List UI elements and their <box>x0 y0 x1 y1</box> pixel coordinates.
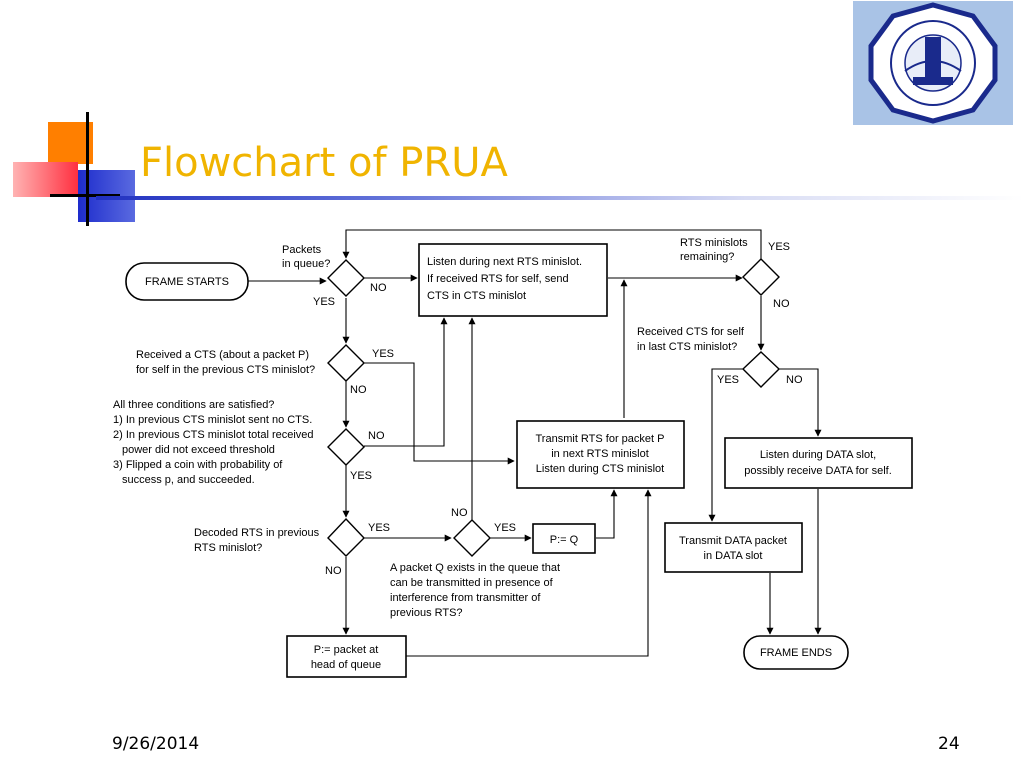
edge-pq-to-transmit <box>596 489 618 539</box>
label-no-decoded: NO <box>325 565 342 577</box>
conditions-line-1: All three conditions are satisfied? <box>113 399 274 411</box>
decoded-rts-line-2: RTS minislot? <box>194 542 262 554</box>
label-no-cts-packet: NO <box>350 384 367 396</box>
frame-ends-label: FRAME ENDS <box>760 647 832 659</box>
listen-rts-line-2: If received RTS for self, send <box>427 273 569 285</box>
listen-rts-line-3: CTS in CTS minislot <box>427 290 526 302</box>
footer-date: 9/26/2014 <box>112 734 200 754</box>
label-yes-packet-q: YES <box>494 522 516 534</box>
received-cts-packet-line-2: for self in the previous CTS minislot? <box>136 364 315 376</box>
listen-data-line-2: possibly receive DATA for self. <box>744 465 892 477</box>
edge-conditions-no <box>364 317 448 447</box>
title-underline <box>96 196 1024 200</box>
node-frame-starts: FRAME STARTS <box>125 262 249 301</box>
received-cts-self-line-1: Received CTS for self <box>637 326 745 338</box>
logo <box>853 1 1013 125</box>
label-yes-conditions: YES <box>350 470 372 482</box>
rts-remaining-line-2: remaining? <box>680 251 734 263</box>
packet-q-line-3: interference from transmitter of <box>390 592 541 604</box>
label-yes-decoded: YES <box>368 522 390 534</box>
label-no-packet-q: NO <box>451 507 468 519</box>
node-listen-data: Listen during DATA slot, possibly receiv… <box>724 437 913 489</box>
label-yes-packets: YES <box>313 296 335 308</box>
node-assign-pq: P:= Q <box>532 523 596 554</box>
packet-q-line-4: previous RTS? <box>390 607 463 619</box>
received-cts-self-line-2: in last CTS minislot? <box>637 341 737 353</box>
edge-cts-self-no <box>779 368 822 437</box>
footer-page-number: 24 <box>938 734 960 754</box>
edge-phead-to-transmit <box>406 489 652 657</box>
received-cts-packet-line-1: Received a CTS (about a packet P) <box>136 349 309 361</box>
decision-packet-q-exists <box>453 519 491 557</box>
label-no-conditions: NO <box>368 430 385 442</box>
conditions-line-3: 2) In previous CTS minislot total receiv… <box>113 429 314 441</box>
transmit-rts-line-2: in next RTS minislot <box>551 448 649 460</box>
decision-decoded-rts <box>327 517 365 557</box>
university-seal-icon <box>868 2 998 124</box>
label-no-packets: NO <box>370 282 387 294</box>
edge-cts-packet-yes <box>364 362 515 465</box>
transmit-rts-line-3: Listen during CTS minislot <box>536 463 664 475</box>
label-yes-remaining: YES <box>768 241 790 253</box>
slide-title: Flowchart of PRUA <box>140 140 508 186</box>
decision-packets-in-queue <box>327 259 365 297</box>
node-frame-ends: FRAME ENDS <box>743 635 849 670</box>
decision-received-cts-packet <box>327 344 365 382</box>
label-no-remaining: NO <box>773 298 790 310</box>
decor-vertical-line <box>86 112 89 226</box>
assign-p-head-line-2: head of queue <box>311 659 381 671</box>
decision-three-conditions <box>327 428 365 466</box>
decision-rts-remaining <box>742 258 780 296</box>
label-no-cts-self: NO <box>786 374 803 386</box>
node-transmit-data: Transmit DATA packet in DATA slot <box>664 522 803 573</box>
node-listen-rts: Listen during next RTS minislot. If rece… <box>418 243 608 317</box>
assign-pq-label: P:= Q <box>550 534 579 546</box>
listen-data-line-1: Listen during DATA slot, <box>760 449 876 461</box>
rts-remaining-line-1: RTS minislots <box>680 237 748 249</box>
decor-horizontal-line <box>50 194 120 197</box>
conditions-line-5: 3) Flipped a coin with probability of <box>113 459 283 471</box>
listen-rts-line-1: Listen during next RTS minislot. <box>427 256 582 268</box>
decor-orange-square <box>48 122 93 164</box>
decor-red-square <box>13 162 78 197</box>
frame-starts-label: FRAME STARTS <box>145 276 229 288</box>
node-transmit-rts: Transmit RTS for packet P in next RTS mi… <box>516 420 685 489</box>
transmit-data-line-2: in DATA slot <box>704 550 763 562</box>
connectors <box>248 229 822 657</box>
transmit-data-line-1: Transmit DATA packet <box>679 535 787 547</box>
packet-q-line-1: A packet Q exists in the queue that <box>390 562 560 574</box>
assign-p-head-line-1: P:= packet at <box>314 644 379 656</box>
node-assign-p-head: P:= packet at head of queue <box>286 635 407 678</box>
edge-cts-self-yes <box>708 368 743 522</box>
packets-in-queue-line-1: Packets <box>282 244 322 256</box>
label-yes-cts-packet: YES <box>372 348 394 360</box>
packets-in-queue-line-2: in queue? <box>282 258 330 270</box>
decoded-rts-line-1: Decoded RTS in previous <box>194 527 320 539</box>
conditions-line-2: 1) In previous CTS minislot sent no CTS. <box>113 414 312 426</box>
packet-q-line-2: can be transmitted in presence of <box>390 577 554 589</box>
conditions-line-6: success p, and succeeded. <box>122 474 255 486</box>
transmit-rts-line-1: Transmit RTS for packet P <box>536 433 665 445</box>
conditions-line-4: power did not exceed threshold <box>122 444 275 456</box>
decision-received-cts-self <box>741 351 781 388</box>
edge-remaining-yes <box>342 229 762 259</box>
label-yes-cts-self: YES <box>717 374 739 386</box>
